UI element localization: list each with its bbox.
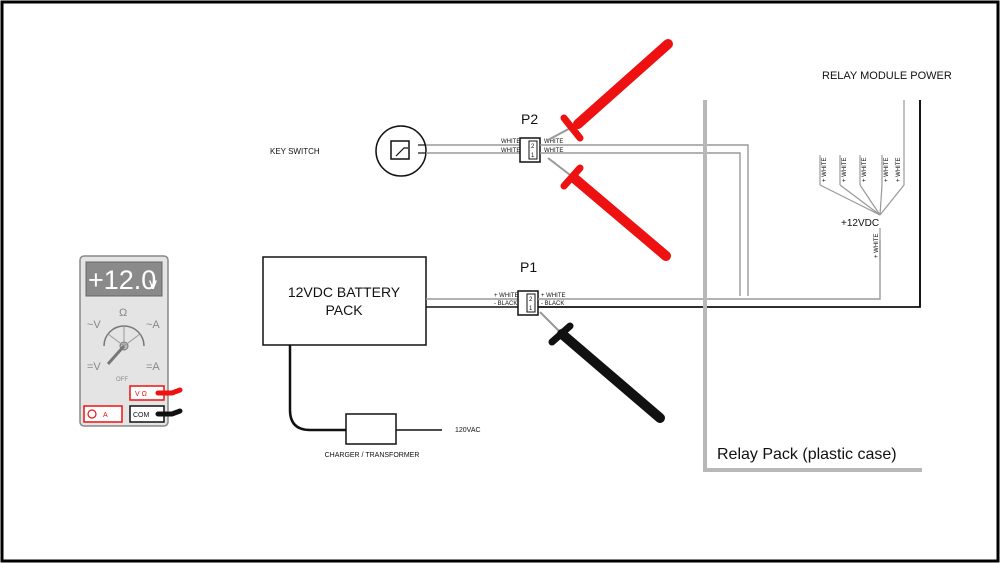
probe-handle	[573, 39, 673, 129]
charger-transformer: CHARGER / TRANSFORMER	[325, 413, 420, 459]
relay-pack-label: Relay Pack (plastic case)	[717, 446, 897, 463]
p2-right-top-wire: WHITE	[544, 139, 563, 145]
battery-box	[262, 256, 427, 346]
p2-pins	[528, 140, 538, 160]
relay-pack-case: Relay Pack (plastic case) RELAY MODULE P…	[703, 70, 952, 472]
relay-fan-wire	[859, 184, 881, 216]
meter-red-lead	[155, 387, 183, 396]
key-switch: KEY SWITCH	[270, 125, 427, 177]
jack-a-socket	[87, 409, 97, 419]
relay-wire-label-2: + WHITE	[842, 157, 848, 182]
meter-black-lead	[155, 408, 183, 417]
battery-label-line2: PACK	[325, 302, 363, 318]
p1-pins	[526, 293, 536, 313]
v12dc-label: +12VDC	[841, 218, 879, 229]
relay-wire-label-4: + WHITE	[884, 157, 890, 182]
probe-handle	[569, 173, 671, 261]
relay-wire-label-5: + WHITE	[896, 157, 902, 182]
relay-fan-wire	[879, 100, 905, 216]
ac-voltage-label: 120VAC	[455, 427, 481, 434]
multimeter: +12.0 v Ω ~V ~A =V =A OFF V Ω A COM	[79, 255, 183, 427]
battery-pack: 12VDC BATTERY PACK	[262, 256, 427, 346]
dial-off-label: OFF	[116, 377, 128, 383]
relay-fan-wire	[839, 184, 881, 216]
meter-unit: v	[149, 276, 157, 293]
relay-fan-wire	[879, 184, 883, 216]
dial-ac-v-label: ~V	[87, 319, 101, 331]
dial-tick	[107, 333, 125, 347]
wire-p2-relay-bottom	[540, 152, 741, 296]
red-probe-lower[interactable]	[547, 157, 671, 261]
wire-batt-charger	[288, 345, 346, 432]
probe-handle	[557, 329, 665, 423]
meter-reading: +12.0	[88, 265, 156, 295]
dial-dc-v-label: =V	[87, 361, 101, 373]
meter-dial: Ω ~V ~A =V =A OFF	[87, 307, 160, 383]
p2-pin-bottom: 1	[531, 153, 535, 159]
wire-p2-relay-top	[540, 144, 749, 296]
relay-fan-wire	[819, 184, 881, 216]
relay-wire-label-1: + WHITE	[822, 157, 828, 182]
p2-label: P2	[521, 111, 538, 127]
probe-tip	[539, 311, 563, 335]
charger-label: CHARGER / TRANSFORMER	[325, 452, 420, 459]
black-probe[interactable]	[539, 311, 665, 423]
meter-display	[85, 261, 163, 297]
p1-pin-top: 2	[529, 297, 533, 303]
relay-module-power-label: RELAY MODULE POWER	[822, 70, 952, 82]
relay-feed-wire-label: + WHITE	[874, 233, 880, 258]
relay-wire-label-3: + WHITE	[862, 157, 868, 182]
p2-left-top-wire: WHITE	[501, 139, 520, 145]
p2-left-bottom-wire: WHITE	[501, 148, 520, 154]
key-switch-label: KEY SWITCH	[270, 147, 320, 156]
p2-pin-top: 2	[531, 144, 535, 150]
p1-right-bottom-wire: - BLACK	[541, 301, 564, 307]
p2-right-bottom-wire: WHITE	[544, 148, 563, 154]
dial-tick	[123, 333, 141, 347]
dial-pointer	[106, 345, 126, 365]
key-switch-contact	[395, 147, 408, 157]
red-probe-upper[interactable]	[547, 39, 673, 142]
charger-box	[345, 413, 397, 445]
key-switch-slot	[390, 140, 410, 160]
connector-p2: P2 2 1 WHITE WHITE WHITE WHITE	[501, 111, 563, 163]
jack-com-label: COM	[133, 412, 150, 419]
jack-vohm-label: V Ω	[135, 391, 147, 398]
dial-ac-a-label: ~A	[146, 319, 160, 331]
relay-case-outline	[703, 100, 922, 472]
p1-left-top-wire: + WHITE	[494, 293, 519, 299]
jack-a-label: A	[103, 412, 108, 419]
battery-label-line1: 12VDC BATTERY	[288, 284, 401, 300]
p1-right-top-wire: + WHITE	[541, 293, 566, 299]
relay-power-fan: + WHITE + WHITE + WHITE + WHITE + WHITE …	[819, 100, 905, 260]
p1-label: P1	[520, 259, 537, 275]
dial-ohm-label: Ω	[119, 307, 127, 319]
probe-guard	[560, 114, 584, 142]
dial-dc-a-label: =A	[146, 361, 160, 373]
p1-left-bottom-wire: - BLACK	[494, 301, 517, 307]
p1-pin-bottom: 1	[529, 306, 533, 312]
connector-p1: P1 2 1 + WHITE - BLACK + WHITE - BLACK	[494, 259, 566, 316]
